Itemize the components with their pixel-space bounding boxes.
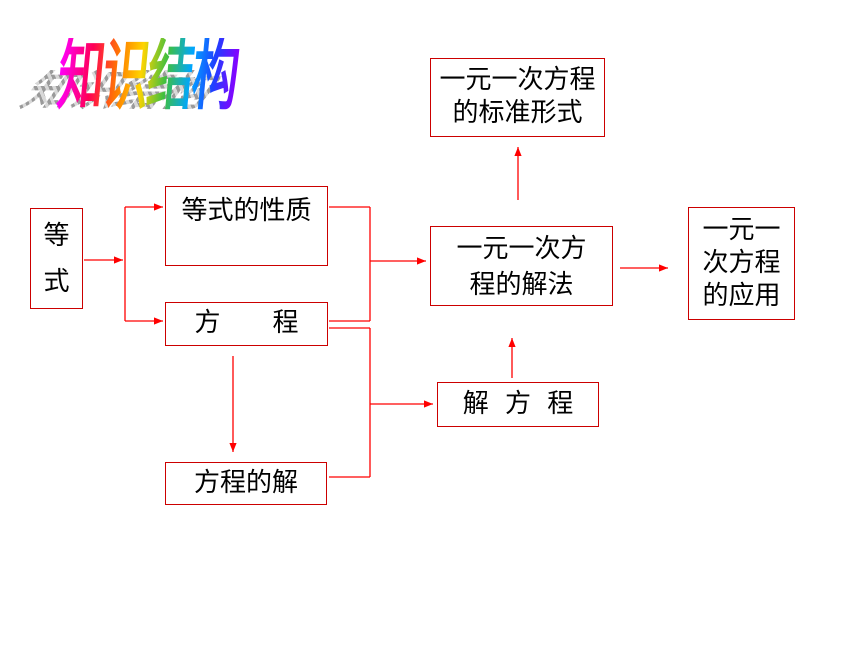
node-equality-line-1: 等 [43, 221, 70, 251]
node-solving-equation: 解 方 程 [437, 382, 599, 427]
node-application-line-3: 的应用 [702, 281, 781, 311]
node-application-line-1: 一元一 [702, 215, 781, 245]
page-title: 知识结构 [54, 30, 242, 121]
node-equation-label: 方 程 [194, 308, 299, 338]
node-equality: 等 式 [30, 208, 83, 309]
node-application: 一元一 次方程 的应用 [688, 207, 795, 320]
node-solving-method-line-2: 程的解法 [469, 270, 574, 300]
node-solving-method-line-1: 一元一次方 [456, 234, 587, 264]
node-equality-line-2: 式 [43, 267, 70, 297]
node-standard-form-line-2: 的标准形式 [452, 98, 583, 128]
node-equation-solution-label: 方程的解 [193, 468, 298, 498]
node-solving-method: 一元一次方 程的解法 [430, 226, 613, 306]
node-application-line-2: 次方程 [702, 248, 781, 278]
node-equation-solution: 方程的解 [165, 462, 327, 505]
node-equality-properties-label: 等式的性质 [181, 196, 312, 226]
node-standard-form-line-1: 一元一次方程 [439, 65, 596, 95]
node-equality-properties: 等式的性质 [165, 186, 328, 266]
node-standard-form: 一元一次方程 的标准形式 [430, 58, 605, 137]
node-equation: 方 程 [165, 302, 328, 346]
node-solving-equation-label: 解 方 程 [462, 389, 574, 419]
